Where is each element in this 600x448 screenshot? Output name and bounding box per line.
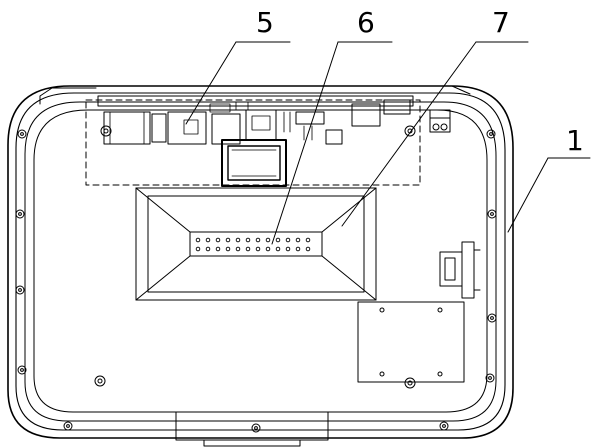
- top-connector: [429, 109, 451, 133]
- bottom-rail: [175, 411, 329, 447]
- pcb-region: [85, 95, 421, 187]
- leader-lines: [185, 41, 591, 245]
- callout-label-7: 7: [492, 6, 510, 39]
- cover-plate: [357, 301, 465, 383]
- display-plate: [135, 187, 377, 301]
- side-connector: [439, 241, 481, 299]
- pin-header: [195, 237, 311, 252]
- callout-label-5: 5: [256, 6, 274, 39]
- housing-outer: [7, 85, 514, 439]
- housing-screws: [15, 125, 497, 433]
- callout-label-6: 6: [357, 6, 375, 39]
- callout-label-1: 1: [566, 124, 584, 157]
